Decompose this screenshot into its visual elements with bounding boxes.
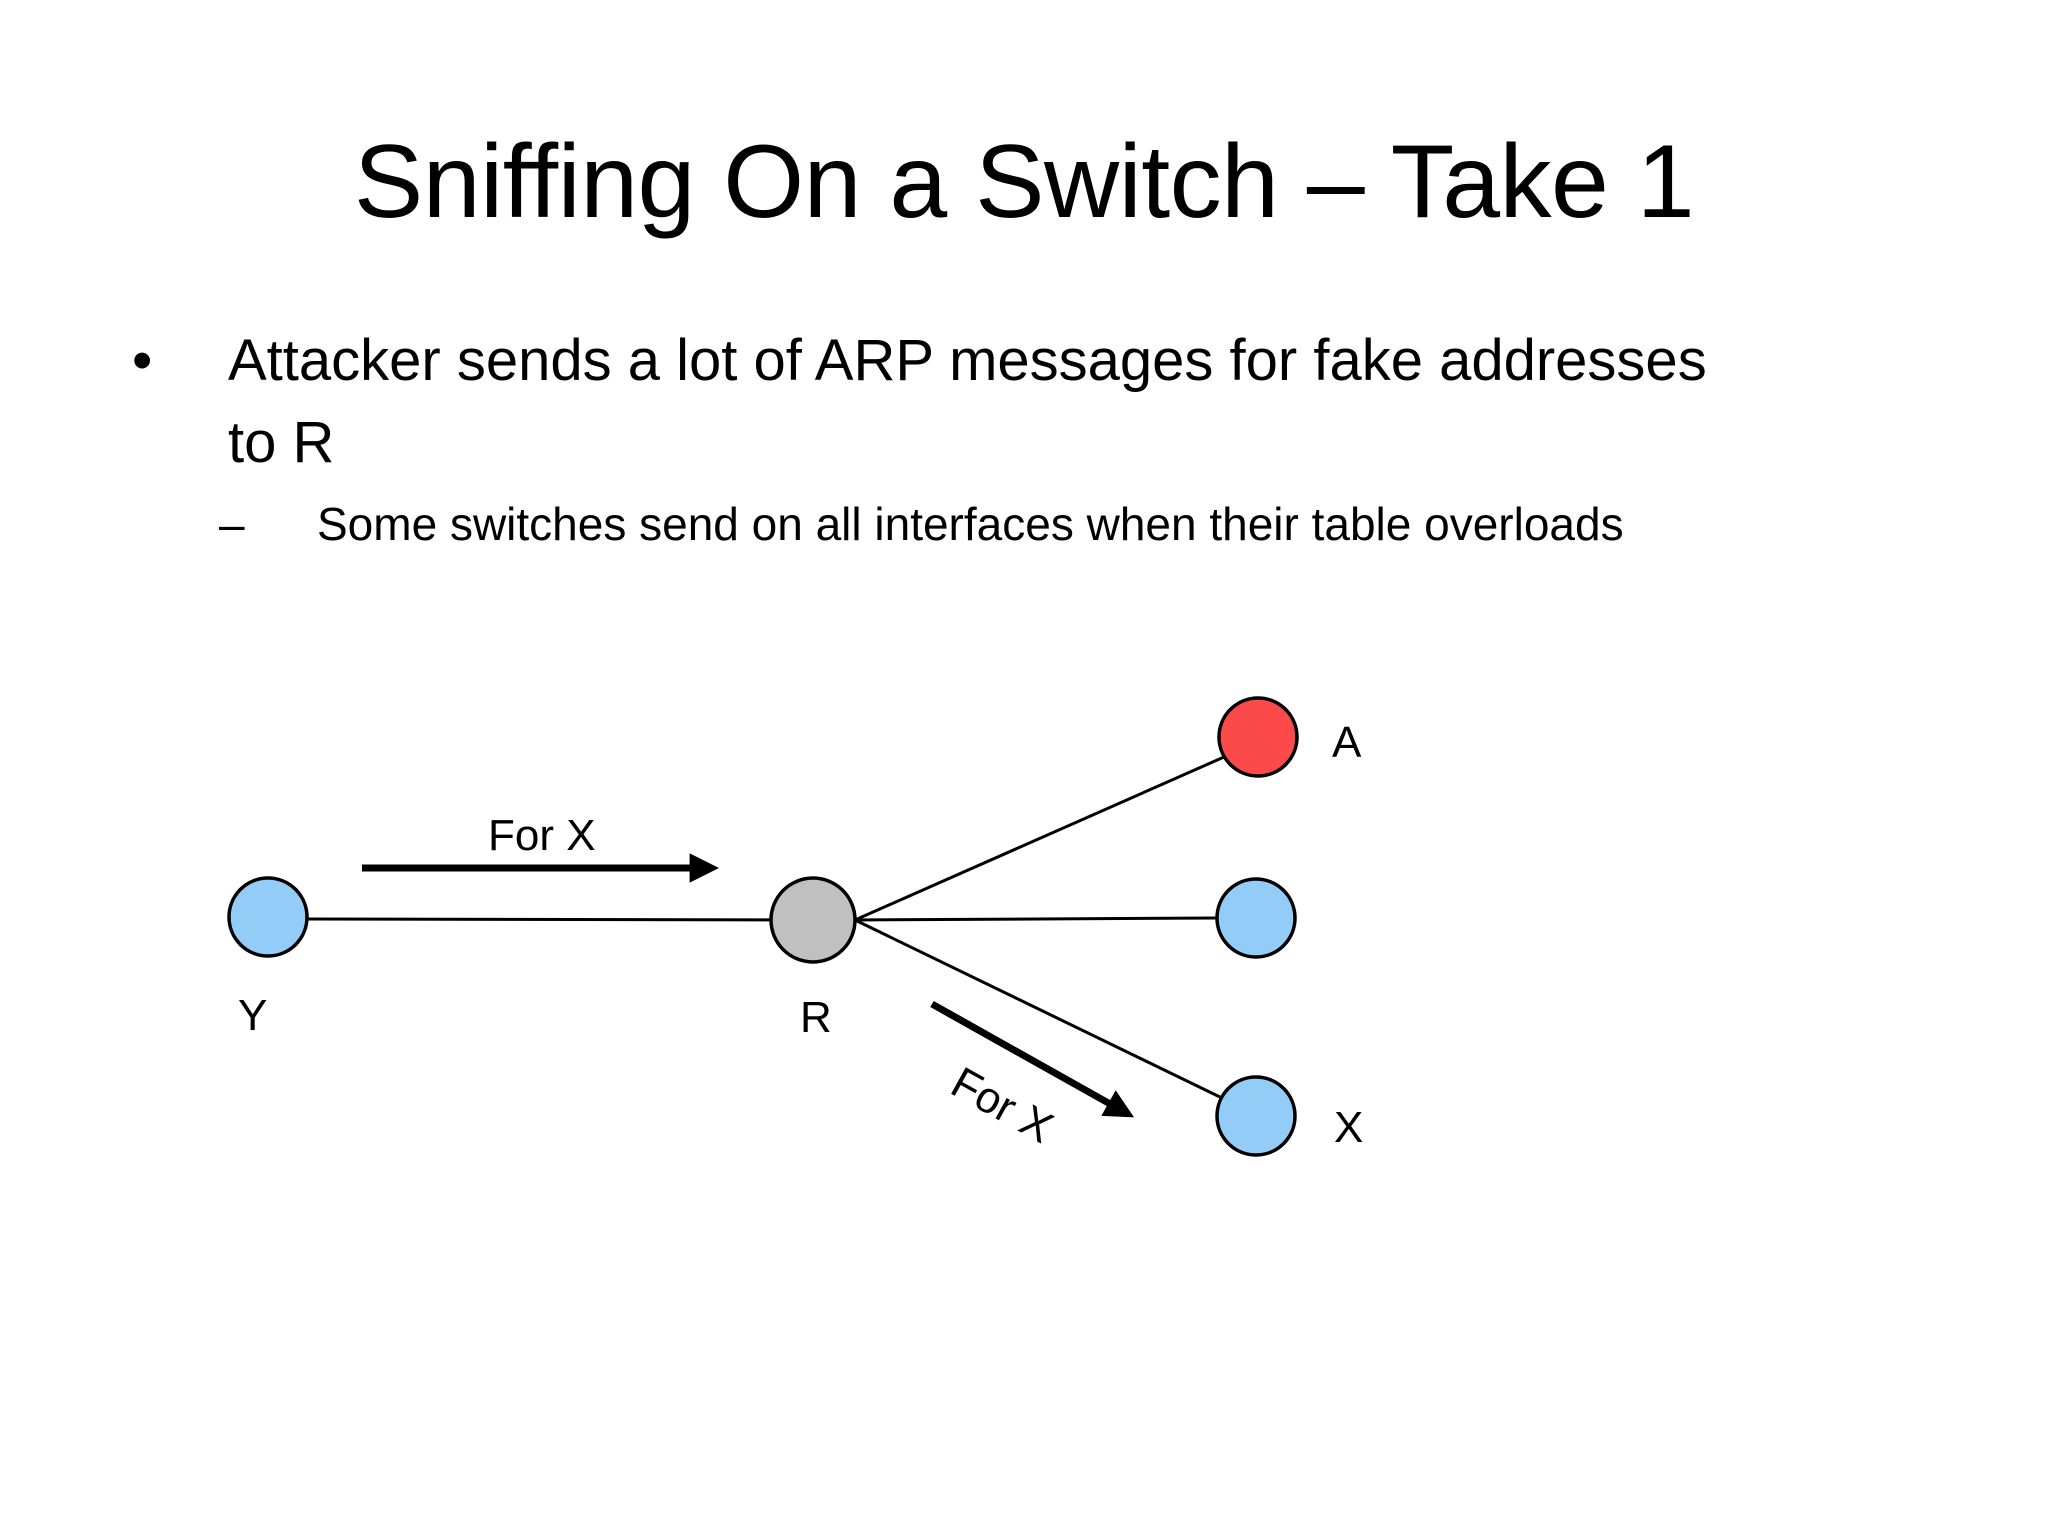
diagram-nodes [227,696,1299,1157]
bullet-marker-dash: – [219,498,245,550]
node-a-attacker[interactable] [1217,696,1299,778]
diagram-links [306,755,1225,1100]
flow-arrow-r-to-x [930,1000,1135,1118]
node-x-host[interactable] [1215,1075,1297,1157]
diagram-flows: For X For X [362,811,1135,1153]
diagram-node-labels: Y R A X [238,718,1363,1152]
node-y-host[interactable] [227,876,309,958]
node-label-x: X [1334,1103,1363,1152]
link-y-to-r [306,917,856,922]
bullet-item-level1: • Attacker sends a lot of ARP messages f… [120,320,1920,484]
flow-label-r-to-x: For X [943,1058,1061,1153]
bullet-marker-dot: • [132,328,153,393]
node-unlabeled-host[interactable] [1215,877,1297,959]
flow-label-y-to-r: For X [488,811,596,860]
node-label-y: Y [238,991,267,1040]
node-label-a: A [1332,718,1362,767]
link-r-to-m [854,916,1218,922]
link-r-to-a [854,755,1225,922]
node-label-r: R [800,993,832,1042]
page-title: Sniffing On a Switch – Take 1 [353,124,1695,240]
link-r-to-x [854,918,1223,1100]
bullet-list: • Attacker sends a lot of ARP messages f… [0,320,2048,720]
bullet-text-level1: Attacker sends a lot of ARP messages for… [228,328,1707,475]
node-r-switch[interactable] [769,876,857,964]
bullet-text-level2: Some switches send on all interfaces whe… [317,498,1624,550]
bullet-item-level2: – Some switches send on all interfaces w… [205,488,2005,560]
